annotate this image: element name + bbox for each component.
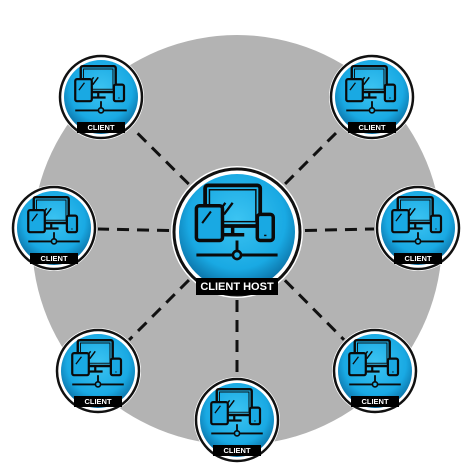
client-label-band [77,122,125,133]
hub-label-band [196,278,278,295]
link-4 [304,227,375,232]
client-node-3[interactable]: CLIENT [11,185,97,271]
client-label-band [213,445,261,456]
hub-node[interactable]: CLIENT HOST [171,166,303,298]
link-3 [97,227,170,233]
client-label-band [74,396,122,407]
client-label-band [30,253,78,264]
client-ring [329,54,415,140]
connection-links [97,126,375,376]
link-5 [128,279,190,341]
client-ring [11,185,97,271]
client-ring [332,328,418,414]
client-node-4[interactable]: CLIENT [375,185,461,271]
client-label: CLIENT [84,397,112,406]
client-label-band [348,122,396,133]
client-node-1[interactable]: CLIENT [58,54,144,140]
link-1 [131,126,190,186]
client-ring [55,328,141,414]
client-nodes: CLIENT CLIENT CLIENT CLIENT CLIENT CLIENT CLIE… [11,54,461,463]
link-2 [284,127,342,185]
client-ring [375,185,461,271]
client-label-band [394,253,442,264]
hub-disc [179,174,295,290]
client-label: CLIENT [87,123,115,132]
client-node-5[interactable]: CLIENT [55,328,141,414]
client-label-band [351,396,399,407]
client-label: CLIENT [361,397,389,406]
client-node-2[interactable]: CLIENT [329,54,415,140]
client-label: CLIENT [40,254,68,263]
link-6 [283,279,346,341]
client-node-6[interactable]: CLIENT [332,328,418,414]
client-label: CLIENT [223,446,251,455]
client-node-7[interactable]: CLIENT [194,377,280,463]
client-label: CLIENT [358,123,386,132]
hub-label: CLIENT HOST [200,281,274,293]
client-label: CLIENT [404,254,432,263]
client-ring [58,54,144,140]
client-ring [194,377,280,463]
